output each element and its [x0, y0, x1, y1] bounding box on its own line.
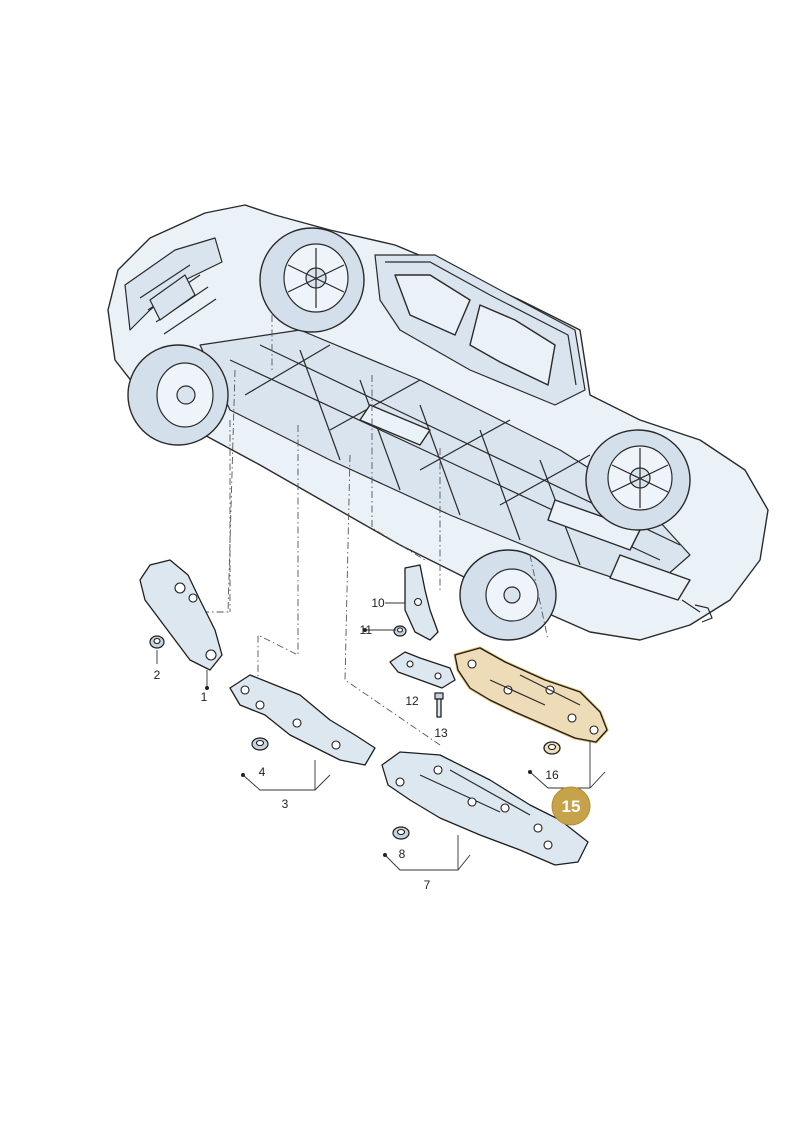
- nut-icon-8: [392, 826, 410, 840]
- bolt-icon: [434, 692, 444, 718]
- callout-8: 8: [399, 847, 406, 861]
- bracket-15-leaders: [529, 740, 606, 789]
- rear-left-wheel-icon: [459, 549, 557, 641]
- nut-icon-4: [251, 737, 269, 751]
- bracket-7-leaders: [384, 835, 471, 871]
- callout-7: 7: [424, 878, 431, 892]
- callout-11: 11: [360, 623, 373, 637]
- assembly-lines: [205, 315, 549, 746]
- rear-right-wheel-icon: [585, 429, 691, 531]
- bracket-3-leaders: [242, 760, 331, 791]
- callout-1: 1: [201, 690, 208, 704]
- callout-12: 12: [405, 694, 419, 708]
- callout-4: 4: [259, 765, 266, 779]
- heat-shield-7: [381, 751, 589, 866]
- heat-shield-3: [229, 674, 376, 766]
- heat-shield-1: [139, 559, 223, 690]
- nut-icon-11: [393, 625, 407, 637]
- callout-3: 3: [282, 797, 289, 811]
- callout-leaders: [205, 602, 532, 857]
- heat-shield-15-highlighted: [453, 646, 609, 744]
- callout-10: 10: [371, 596, 385, 610]
- front-left-wheel-icon: [127, 344, 229, 446]
- highlight-badge-label: 15: [562, 797, 581, 816]
- callout-labels: 1 2 3 4 7 8 10 11 12 13 16: [154, 596, 559, 892]
- callout-2: 2: [154, 668, 161, 682]
- bracket-10: [404, 564, 439, 641]
- nut-icon-16: [543, 741, 561, 755]
- highlight-badge-15: 15: [551, 786, 591, 826]
- callout-16: 16: [545, 768, 559, 782]
- plate-12: [389, 651, 456, 689]
- vehicle-underbody-icon: [107, 204, 769, 641]
- callout-13: 13: [434, 726, 448, 740]
- front-right-wheel-icon: [259, 227, 365, 333]
- nut-icon: [149, 635, 165, 664]
